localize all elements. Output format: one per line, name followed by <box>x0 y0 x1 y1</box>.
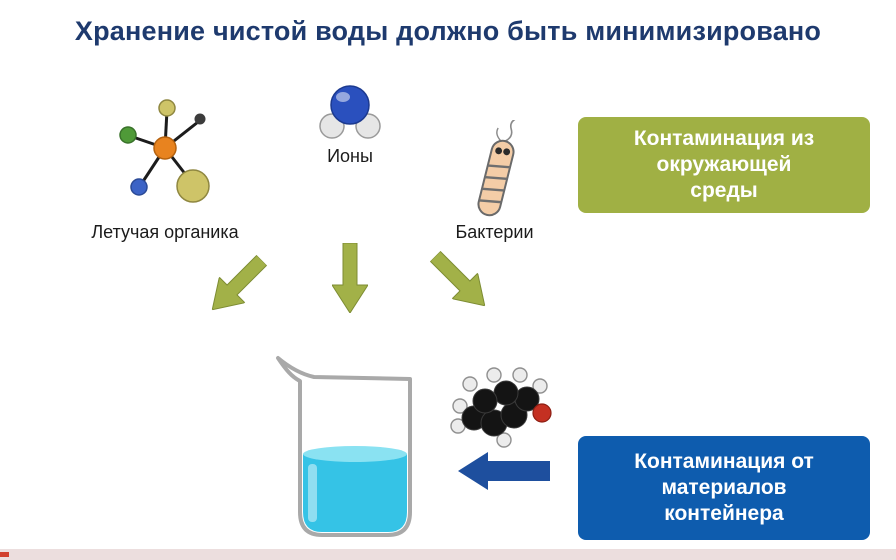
arrow-down-left-icon <box>429 250 486 307</box>
environment-box-line: окружающей <box>656 152 792 176</box>
arrow-left-icon <box>458 452 550 490</box>
bacteria-icon <box>477 120 518 217</box>
container-contamination-box: Контаминация от материалов контейнера <box>578 436 870 540</box>
volatile-organics-molecule-icon <box>119 99 210 203</box>
arrow-down-right-icon <box>211 254 268 311</box>
ions-molecule-icon <box>319 85 381 139</box>
container-material-molecule-icon <box>450 367 552 448</box>
environment-contamination-box: Контаминация из окружающей среды <box>578 117 870 213</box>
bottom-strip <box>0 549 896 560</box>
bottom-strip-progress <box>0 552 9 557</box>
volatile-organics-label: Летучая органика <box>91 222 239 242</box>
container-box-line: контейнера <box>664 502 784 526</box>
environment-box-line: Контаминация из <box>633 126 815 150</box>
container-box-line: материалов <box>661 475 787 499</box>
container-box-line: Контаминация от <box>634 449 814 473</box>
page-title: Хранение чистой воды должно быть минимиз… <box>74 16 822 46</box>
ions-label: Ионы <box>327 146 373 166</box>
bacteria-label: Бактерии <box>455 222 534 242</box>
water <box>303 454 407 532</box>
beaker-icon <box>276 356 412 537</box>
arrow-down-icon <box>332 243 368 313</box>
environment-box-line: среды <box>690 179 758 203</box>
